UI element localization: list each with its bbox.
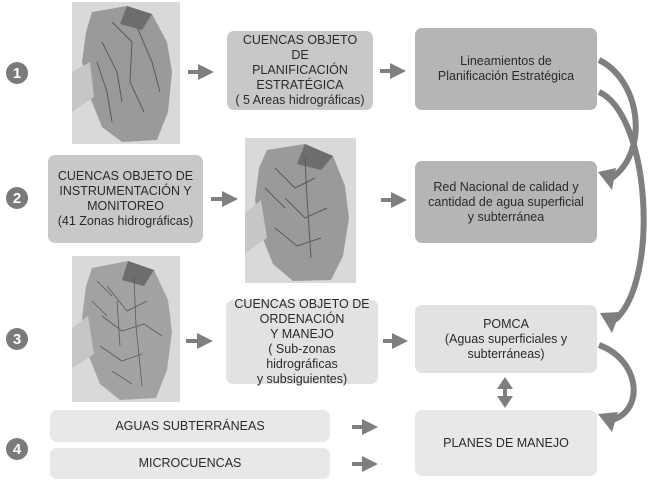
curve-pomca-to-planes [597, 342, 637, 423]
curve-lineamientos-to-pomca [597, 89, 647, 323]
box-pomca: POMCA (Aguas superficiales y subterránea… [415, 305, 597, 373]
box-microcuencas: MICROCUENCAS [50, 448, 330, 479]
curve-lineamientos-to-red [597, 57, 639, 181]
step-number-3: 3 [6, 328, 28, 350]
box-cuencas-instrumentacion: CUENCAS OBJETO DE INSTRUMENTACIÓN Y MONI… [48, 155, 203, 243]
box-cuencas-planificacion: CUENCAS OBJETO DE PLANIFICACIÓN ESTRATÉG… [227, 31, 373, 110]
colombia-map-subzonas [72, 256, 180, 402]
step-number-1: 1 [6, 62, 28, 84]
colombia-map-areas [72, 2, 180, 144]
step-number-2: 2 [6, 187, 28, 209]
box-lineamientos: Lineamientos de Planificación Estratégic… [415, 28, 597, 110]
box-red-nacional: Red Nacional de calidad y cantidad de ag… [415, 161, 597, 243]
step-number-4: 4 [6, 438, 28, 460]
box-aguas-subterraneas: AGUAS SUBTERRÁNEAS [50, 410, 330, 442]
colombia-map-zonas [245, 138, 356, 283]
box-planes-manejo: PLANES DE MANEJO [415, 410, 597, 476]
box-cuencas-ordenacion: CUENCAS OBJETO DE ORDENACIÓN Y MANEJO ( … [226, 297, 378, 386]
